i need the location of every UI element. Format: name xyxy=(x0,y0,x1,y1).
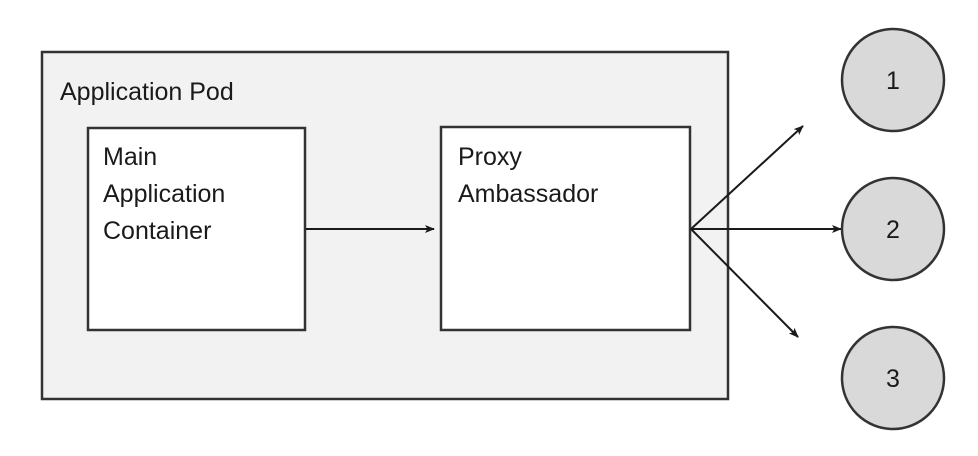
proxy-ambassador-label-line-1: Proxy xyxy=(458,143,522,171)
main-application-container-label-line-1: Main xyxy=(103,143,157,171)
connector-proxy-to-endpoint-3[interactable] xyxy=(690,228,799,338)
main-application-container-label-line-3: Container xyxy=(103,217,211,245)
main-application-container-box[interactable] xyxy=(86,126,307,332)
endpoint-2-label: 2 xyxy=(886,216,900,244)
endpoint-1-label: 1 xyxy=(886,67,900,95)
proxy-ambassador-container[interactable]: Proxy Ambassador xyxy=(439,125,692,332)
endpoint-1[interactable]: 1 xyxy=(840,27,946,133)
endpoint-2-circle[interactable] xyxy=(840,176,946,282)
proxy-ambassador-label-line-2: Ambassador xyxy=(458,180,598,208)
proxy-ambassador-box[interactable] xyxy=(439,125,692,332)
endpoint-3[interactable]: 3 xyxy=(840,325,946,431)
endpoint-3-circle[interactable] xyxy=(840,325,946,431)
application-pod-title: Application Pod xyxy=(60,78,234,106)
endpoint-1-circle[interactable] xyxy=(840,27,946,133)
endpoint-2[interactable]: 2 xyxy=(840,176,946,282)
endpoint-3-label: 3 xyxy=(886,365,900,393)
main-application-container-label-line-2: Application xyxy=(103,180,225,208)
main-application-container[interactable]: Main Application Container xyxy=(86,126,307,332)
connector-proxy-to-endpoint-1[interactable] xyxy=(690,125,804,230)
